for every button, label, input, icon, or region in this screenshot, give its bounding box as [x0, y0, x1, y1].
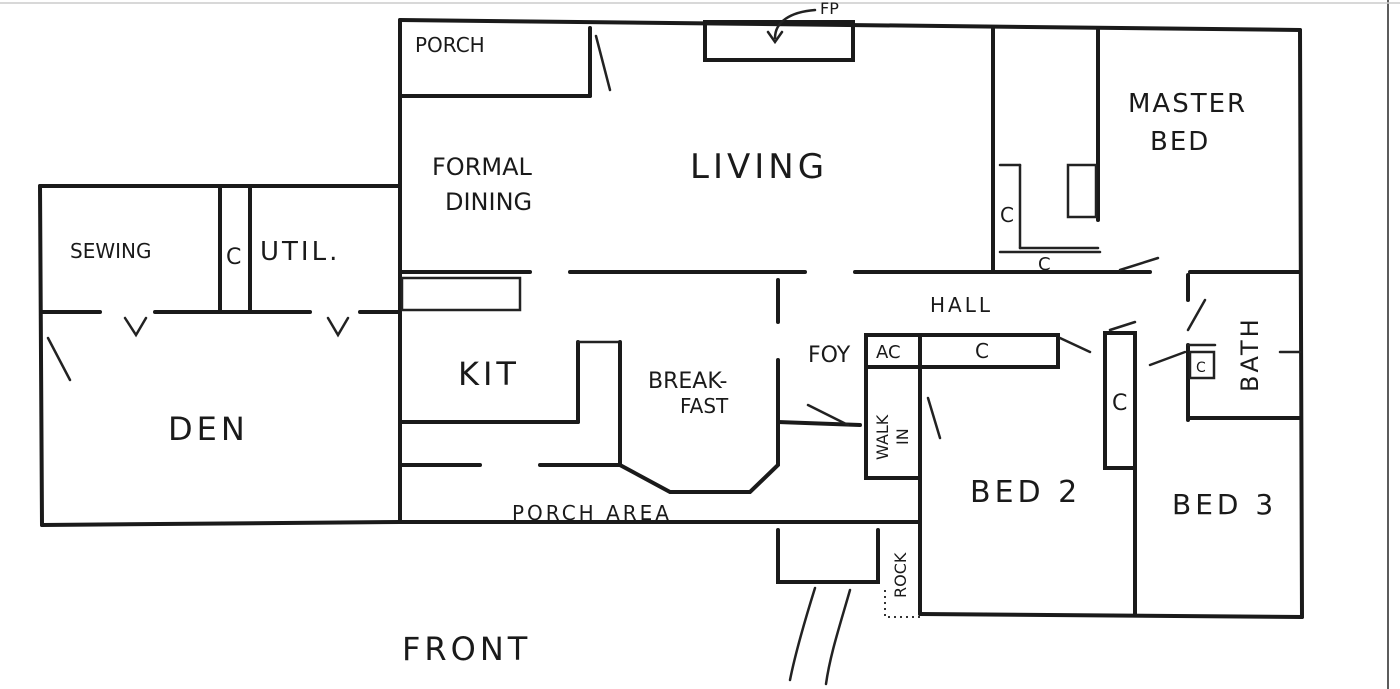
label-break: BREAK-: [648, 369, 727, 394]
label-closet-beds: C: [1112, 391, 1127, 416]
fp-arrow-head: [766, 30, 784, 45]
label-porch-area: PORCH AREA: [512, 501, 672, 525]
label-closet-master-bottom: C: [1038, 254, 1051, 275]
label-util: UTIL.: [260, 237, 340, 267]
label-bed3: BED 3: [1172, 488, 1277, 521]
label-foy: FOY: [808, 343, 851, 368]
label-hall: HALL: [930, 293, 993, 317]
label-closet-sewing: C: [226, 245, 241, 270]
label-master: MASTER: [1128, 89, 1247, 119]
label-fast: FAST: [680, 394, 729, 418]
fp-arrow: [773, 8, 817, 40]
label-formal: FORMAL: [432, 153, 532, 181]
label-closet-hall: C: [975, 339, 989, 363]
outer-walls: [38, 18, 1304, 619]
label-kit: KIT: [458, 355, 520, 393]
label-bath-closet: C: [1196, 360, 1206, 376]
label-bath: BATH: [1236, 316, 1264, 392]
label-walk: WALK: [873, 414, 892, 460]
label-front: FRONT: [402, 630, 531, 668]
interior-walls: [40, 20, 1302, 686]
label-sewing: SEWING: [70, 239, 151, 263]
label-closet-master-side: C: [1000, 203, 1014, 227]
label-porch-top: PORCH: [415, 33, 485, 57]
label-den: DEN: [168, 410, 249, 448]
label-master-bed: BED: [1150, 127, 1210, 157]
label-dining: DINING: [445, 188, 532, 216]
label-rock: ROCK: [891, 552, 910, 598]
label-living: LIVING: [690, 147, 828, 187]
label-in: IN: [893, 428, 912, 445]
label-fp: FP: [820, 0, 839, 18]
label-ac: AC: [876, 342, 901, 363]
room-labels: PORCH FORMAL DINING LIVING MASTER BED SE…: [70, 0, 1277, 668]
label-bed2: BED 2: [970, 475, 1081, 510]
